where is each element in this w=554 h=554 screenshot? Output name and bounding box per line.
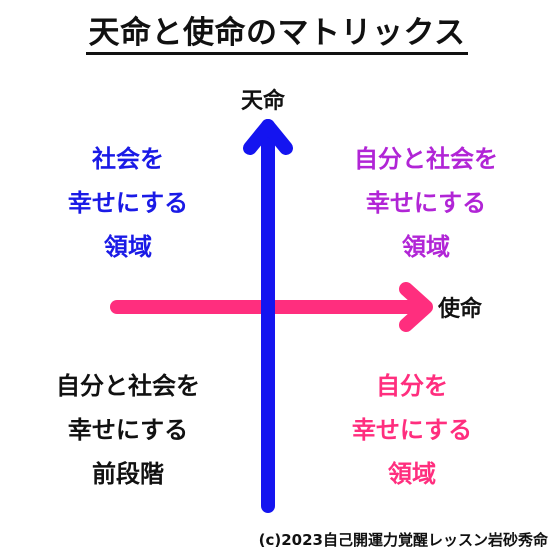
quadrant-top-right-line-2: 幸せにする <box>365 189 487 217</box>
quadrant-top-left-line-1: 社会を <box>92 145 164 173</box>
quadrant-bottom-right-line-3: 領域 <box>388 460 436 488</box>
diagram-title-text: 天命と使命のマトリックス <box>86 15 468 55</box>
quadrant-top-left: 社会を 幸せにする 領域 <box>28 137 228 269</box>
quadrant-bottom-right-line-2: 幸せにする <box>351 416 473 444</box>
quadrant-top-left-line-2: 幸せにする <box>67 189 189 217</box>
quadrant-top-right-line-3: 領域 <box>402 233 450 261</box>
vertical-axis-label: 天命 <box>241 89 286 114</box>
quadrant-top-right: 自分と社会を 幸せにする 領域 <box>326 137 526 269</box>
quadrant-bottom-left-line-1: 自分と社会を <box>56 372 200 400</box>
quadrant-bottom-left-line-3: 前段階 <box>92 460 164 488</box>
horizontal-axis-label: 使命 <box>438 297 483 322</box>
quadrant-top-right-line-1: 自分と社会を <box>354 145 498 173</box>
quadrant-bottom-right-line-1: 自分を <box>376 372 448 400</box>
vertical-axis-head <box>243 119 293 155</box>
quadrant-bottom-left-line-2: 幸せにする <box>67 416 189 444</box>
quadrant-bottom-left: 自分と社会を 幸せにする 前段階 <box>28 364 228 496</box>
diagram-title: 天命と使命のマトリックス <box>0 10 554 56</box>
quadrant-bottom-right: 自分を 幸せにする 領域 <box>312 364 512 496</box>
horizontal-axis-head <box>399 282 433 332</box>
vertical-axis-arrow <box>243 119 293 513</box>
copyright-credit: (c)2023自己開運力覚醒レッスン岩砂秀命 <box>258 531 548 549</box>
quadrant-top-left-line-3: 領域 <box>104 233 152 261</box>
